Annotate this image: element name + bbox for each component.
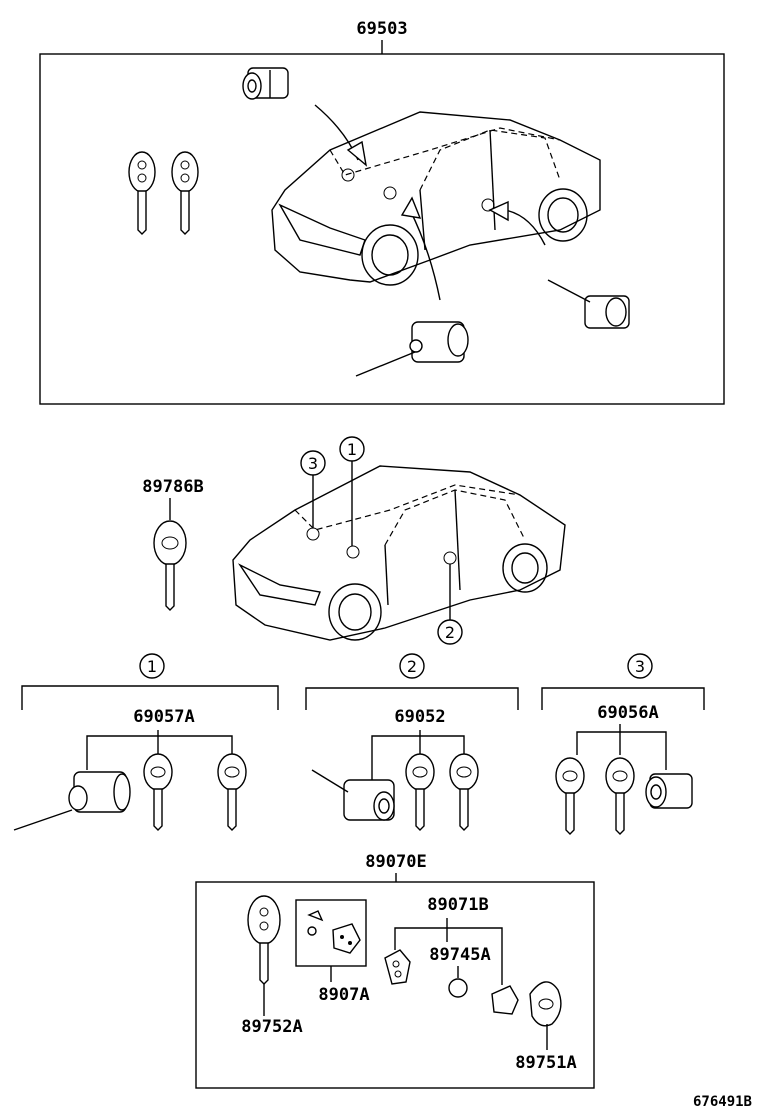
- transmitter-box: [195, 881, 595, 1089]
- label-key-1[interactable]: 89752A: [241, 1017, 302, 1037]
- door-lock-cylinder-icon: [355, 321, 469, 377]
- group-1-label[interactable]: 1: [147, 657, 157, 676]
- label-set-1[interactable]: 69057A: [133, 707, 194, 727]
- circuit-board-icon: [307, 910, 361, 954]
- leader-set-2: [371, 730, 465, 780]
- group-1-bracket: [21, 685, 279, 710]
- trunk-lock-cylinder-icon: [547, 279, 630, 329]
- callout-2[interactable]: 2: [445, 623, 455, 642]
- remote-key-icon: [128, 151, 156, 235]
- key-icon: [555, 757, 585, 835]
- group-3-bracket: [541, 687, 705, 710]
- pointer-arrow-icon: [409, 209, 441, 301]
- cylinder-lock-icon: [242, 67, 289, 100]
- label-transmitter-case[interactable]: 89071B: [427, 895, 488, 915]
- battery-icon: [448, 978, 468, 998]
- group-2-bracket: [305, 687, 519, 710]
- label-set-2[interactable]: 69052: [394, 707, 445, 727]
- leader-transmitter-case: [394, 918, 503, 985]
- callout-1[interactable]: 1: [347, 440, 357, 459]
- callout-3[interactable]: 3: [308, 454, 318, 473]
- case-half-icon: [384, 949, 411, 985]
- leader-set-3: [576, 724, 667, 770]
- car-icon: [232, 465, 566, 641]
- label-transmitter-set[interactable]: 89070E: [365, 852, 426, 872]
- door-cylinder-icon: [311, 769, 395, 821]
- leader-set-1: [86, 730, 233, 770]
- trunk-cylinder-icon: [645, 773, 693, 809]
- group-2-circle: [399, 653, 425, 679]
- group-2-label[interactable]: 2: [407, 657, 417, 676]
- group-3-circle: [627, 653, 653, 679]
- label-battery[interactable]: 89745A: [429, 945, 490, 965]
- label-top-assembly[interactable]: 69503: [356, 19, 407, 39]
- ignition-cylinder-icon: [13, 771, 131, 831]
- remote-key-icon: [171, 151, 199, 235]
- arrow-head-icon: [400, 196, 422, 219]
- remote-key-icon: [247, 895, 281, 985]
- key-icon: [217, 753, 247, 831]
- label-board[interactable]: 8907A: [318, 985, 369, 1005]
- label-key-blank[interactable]: 89786B: [142, 477, 203, 497]
- top-assembly-box: [39, 53, 725, 405]
- arrow-head-icon: [488, 200, 509, 222]
- label-key-2[interactable]: 89751A: [515, 1053, 576, 1073]
- key-icon: [143, 753, 173, 831]
- key-blank-icon: [153, 520, 187, 611]
- group-1-circle: [139, 653, 165, 679]
- pointer-arrow-icon: [504, 209, 546, 246]
- drawing-number: 676491B: [693, 1094, 752, 1110]
- case-half-icon: [491, 985, 519, 1015]
- key-icon: [449, 753, 479, 831]
- key-cover-icon: [529, 981, 562, 1027]
- key-icon: [605, 757, 635, 835]
- key-icon: [405, 753, 435, 831]
- group-3-label[interactable]: 3: [635, 657, 645, 676]
- car-icon: [271, 111, 601, 286]
- arrow-head-icon: [346, 140, 368, 167]
- label-set-3[interactable]: 69056A: [597, 703, 658, 723]
